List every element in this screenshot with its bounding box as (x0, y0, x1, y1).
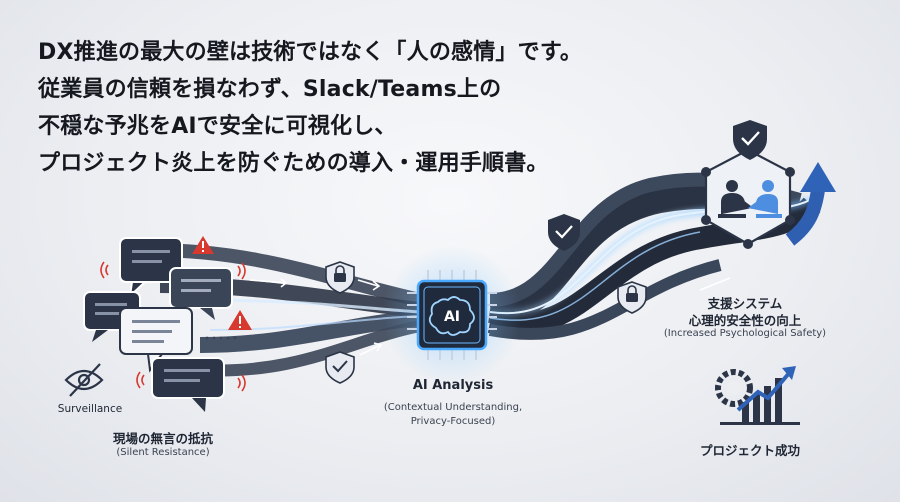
headline-line-2: 従業員の信頼を損なわず、Slack/Teams上の (38, 77, 502, 102)
road-arrows (249, 277, 731, 356)
silent-resistance-subtitle: (Silent Resistance) (116, 447, 210, 458)
surveillance-label: Surveillance (57, 403, 123, 415)
headline: DX推進の最大の壁は技術ではなく「人の感情」です。 従業員の信頼を損なわず、Sl… (38, 34, 658, 182)
ai-analysis-title: AI Analysis (412, 378, 494, 393)
psych-safety-subtitle: (Increased Psychological Safety) (663, 328, 827, 339)
chat-bubbles (83, 237, 237, 412)
chat-bubble-icon (119, 237, 183, 299)
project-success-label: プロジェクト成功 (699, 443, 800, 458)
shield-check-icon (548, 214, 580, 251)
shield-check-icon (733, 120, 767, 160)
arrow-up-icon (785, 162, 836, 246)
psych-safety-title: 心理的安全性の向上 (688, 313, 802, 328)
support-system-title: 支援システム (707, 296, 783, 311)
shield-check-icon (325, 351, 355, 384)
handshake-icon (718, 180, 782, 218)
ai-brain-chip-icon: AI (382, 245, 522, 385)
lock-icon (617, 281, 647, 314)
headline-line-1: DX推進の最大の壁は技術ではなく「人の感情」です。 (38, 40, 583, 65)
chat-bubble-icon (151, 357, 225, 412)
ai-analysis-sub-1: (Contextual Understanding, (383, 402, 523, 413)
gear-chart-icon (715, 366, 800, 425)
warning-icon (228, 310, 252, 330)
silent-resistance-title: 現場の無言の抵抗 (112, 431, 213, 446)
lock-icon (325, 261, 355, 294)
ai-analysis-sub-2: Privacy-Focused) (410, 416, 496, 427)
chat-bubble-icon (169, 267, 233, 320)
ai-chip-label: AI (444, 309, 460, 325)
chat-bubble-icon (119, 307, 193, 373)
headline-line-4: プロジェクト炎上を防ぐための導入・運用手順書。 (38, 151, 549, 176)
headline-line-3: 不穏な予兆をAIで安全に可視化し、 (38, 114, 397, 139)
alert-signal (100, 261, 246, 392)
eye-slash-icon (64, 363, 104, 397)
warning-icon (192, 236, 214, 254)
